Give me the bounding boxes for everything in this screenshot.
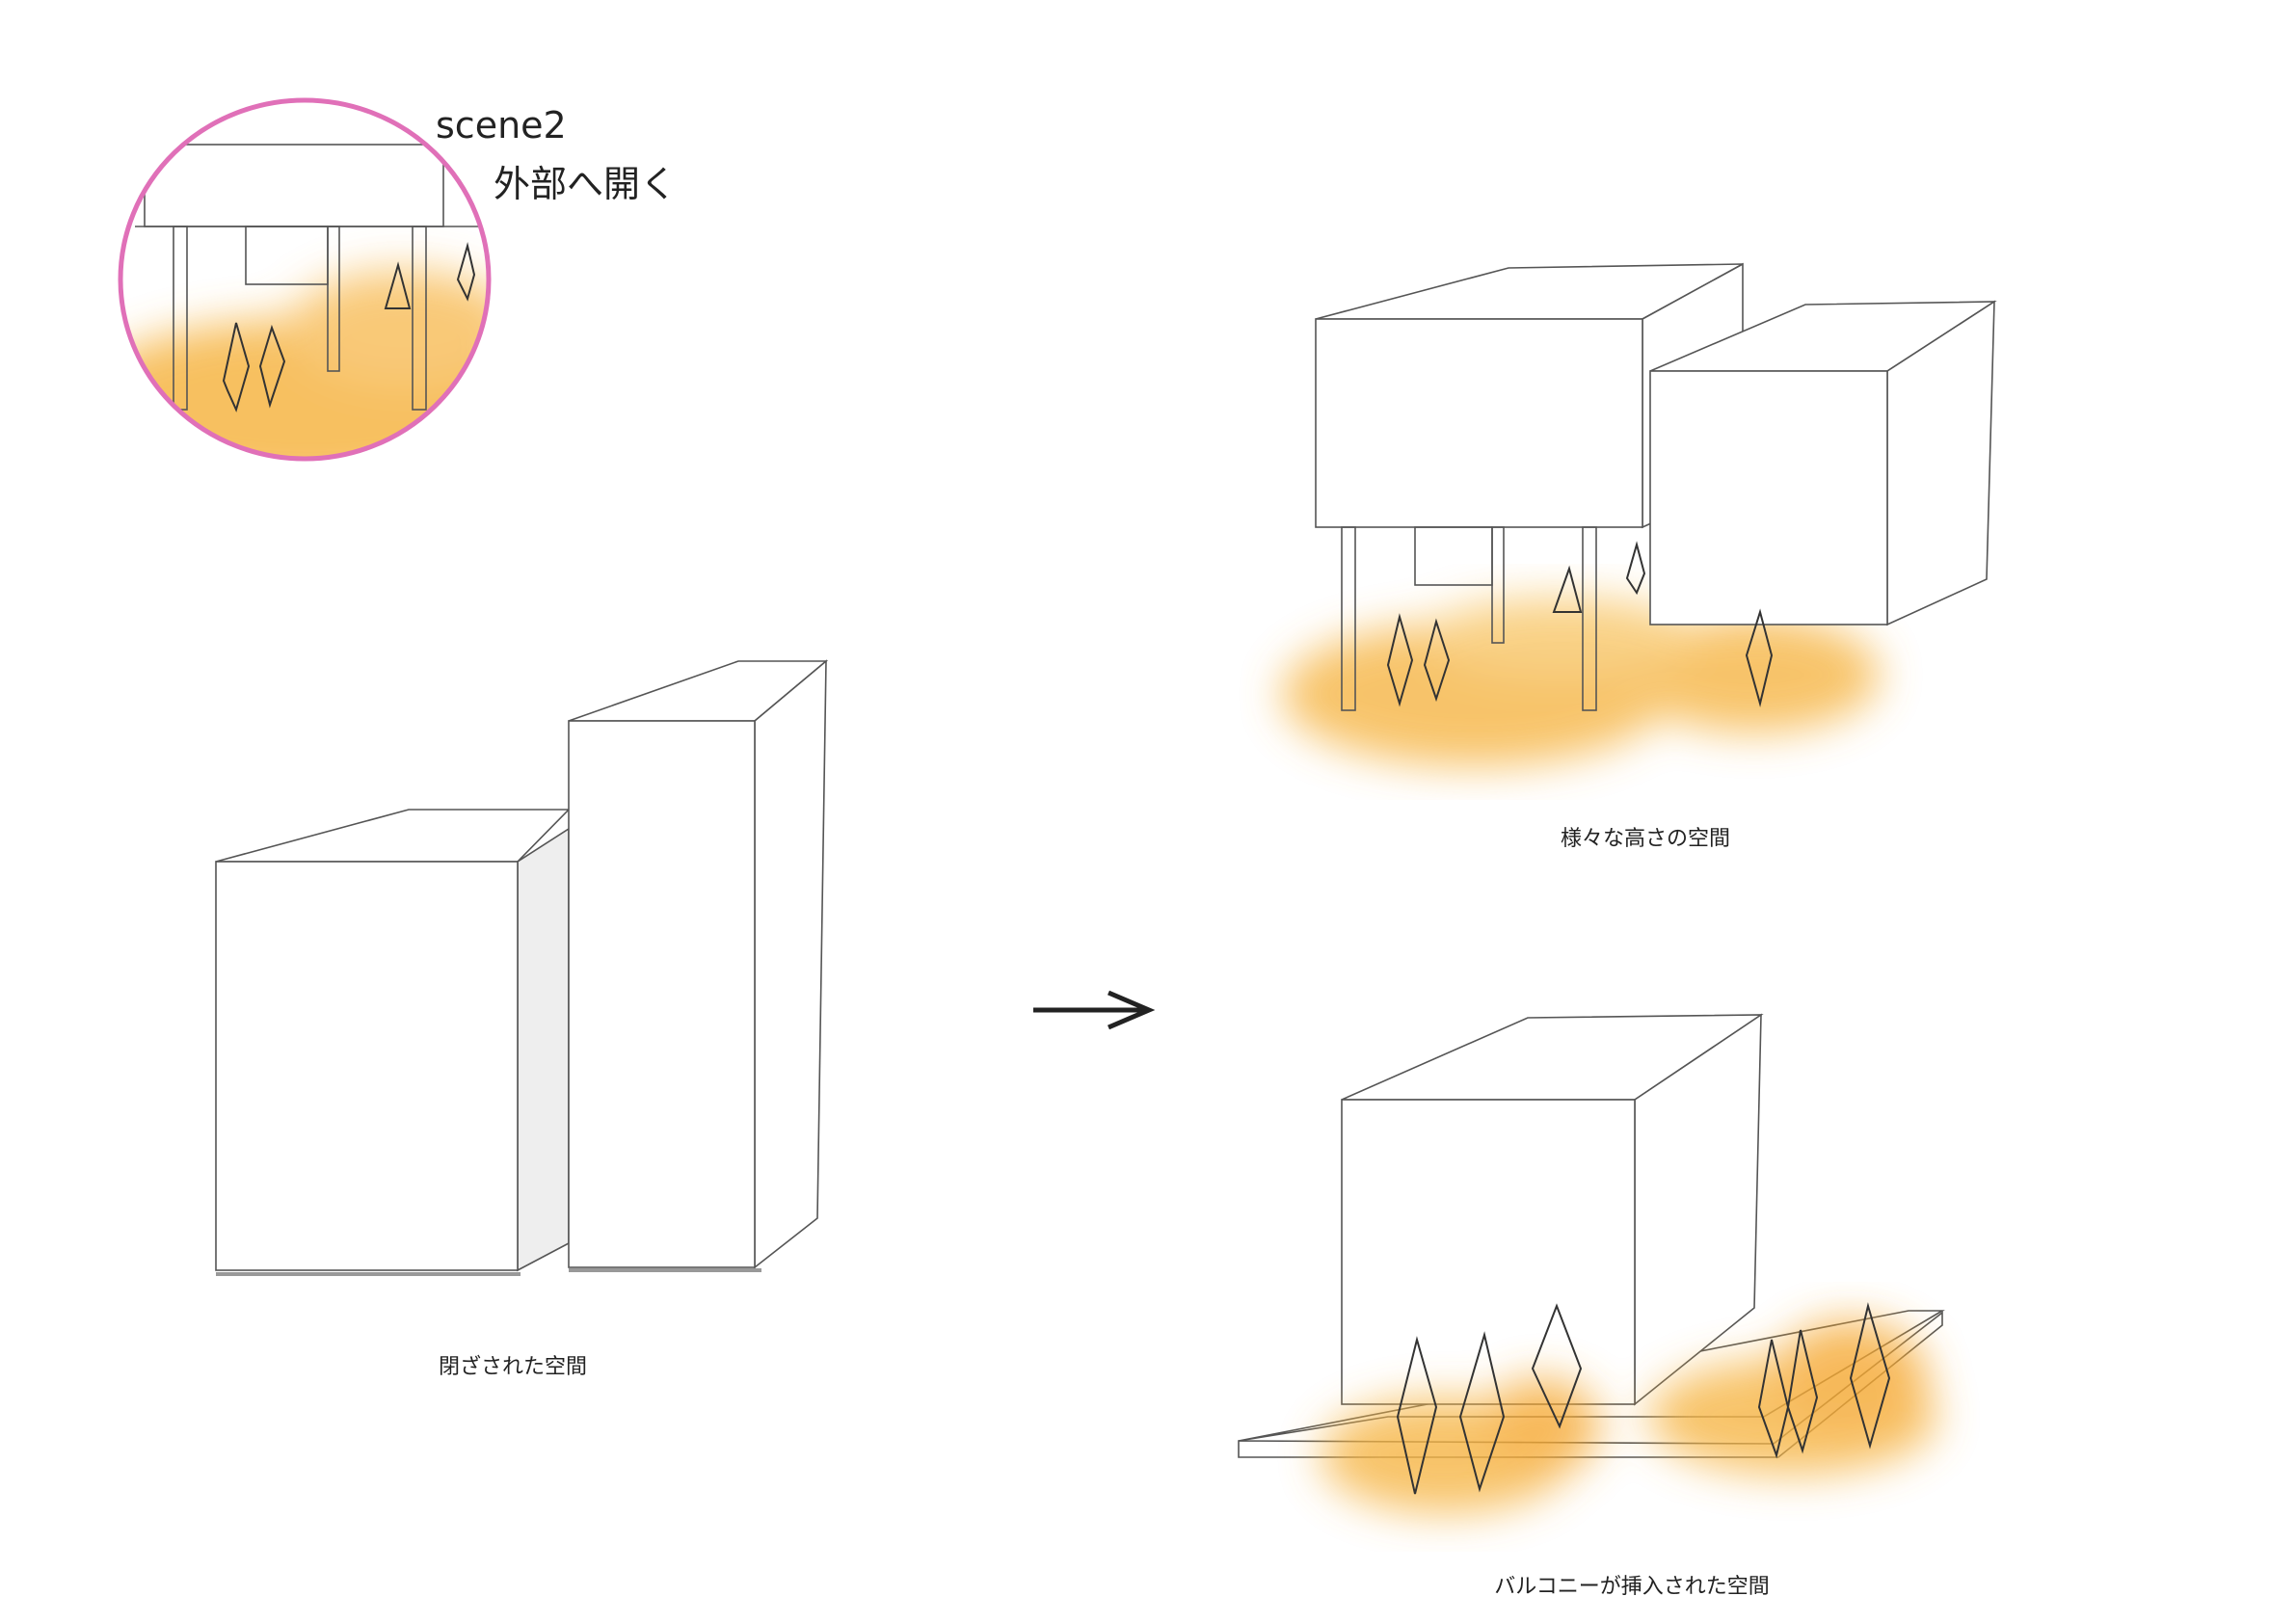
person-figure bbox=[1786, 1329, 1819, 1454]
caption-closed-space: 閉ざされた空間 bbox=[438, 1355, 588, 1379]
person-figure bbox=[1745, 608, 1774, 707]
balcony-space-sketch bbox=[1238, 1013, 1945, 1513]
person-figure bbox=[1552, 565, 1583, 613]
person-figure bbox=[222, 322, 251, 412]
transition-arrow bbox=[1033, 990, 1156, 1030]
inset-subtitle: 外部へ開く bbox=[494, 163, 678, 205]
person-figure bbox=[1531, 1303, 1583, 1429]
various-heights-sketch bbox=[1282, 262, 1997, 766]
inset-ring bbox=[118, 97, 492, 462]
person-figure bbox=[1849, 1302, 1891, 1450]
inset-title: scene2 bbox=[436, 104, 567, 146]
person-figure bbox=[1458, 1331, 1506, 1493]
person-figure bbox=[1396, 1336, 1438, 1495]
caption-various-heights: 様々な高さの空間 bbox=[1560, 827, 1731, 851]
person-figure bbox=[258, 324, 286, 409]
inset-scene2 bbox=[118, 97, 492, 462]
person-figure bbox=[1757, 1339, 1790, 1459]
person-figure bbox=[384, 261, 412, 309]
closed-space-sketch bbox=[215, 659, 829, 1276]
person-figure bbox=[1625, 541, 1646, 596]
person-figure bbox=[1386, 613, 1414, 707]
person-figure bbox=[1423, 618, 1451, 703]
caption-balcony-space: バルコニーが挿入された空間 bbox=[1494, 1575, 1770, 1599]
person-figure bbox=[456, 242, 476, 302]
